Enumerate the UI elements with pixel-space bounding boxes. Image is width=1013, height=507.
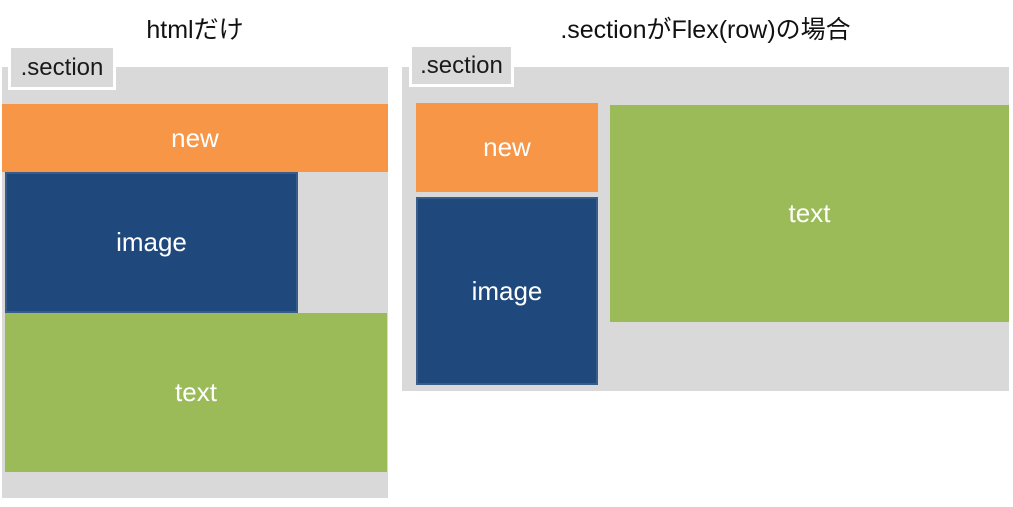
- text-box: text: [5, 313, 387, 472]
- image-box: image: [416, 197, 598, 385]
- text-box: text: [610, 105, 1009, 322]
- new-box: new: [2, 104, 388, 172]
- section-label: .section: [8, 45, 116, 90]
- panel-title-flex-row: .sectionがFlex(row)の場合: [560, 16, 851, 44]
- section-box-flex-row: .section new image text: [402, 44, 1009, 391]
- panel-title-html-only: htmlだけ: [146, 16, 244, 44]
- new-box: new: [416, 103, 598, 192]
- image-box: image: [5, 172, 298, 313]
- section-box-html-only: .section new image text: [2, 45, 388, 498]
- section-label: .section: [409, 44, 514, 87]
